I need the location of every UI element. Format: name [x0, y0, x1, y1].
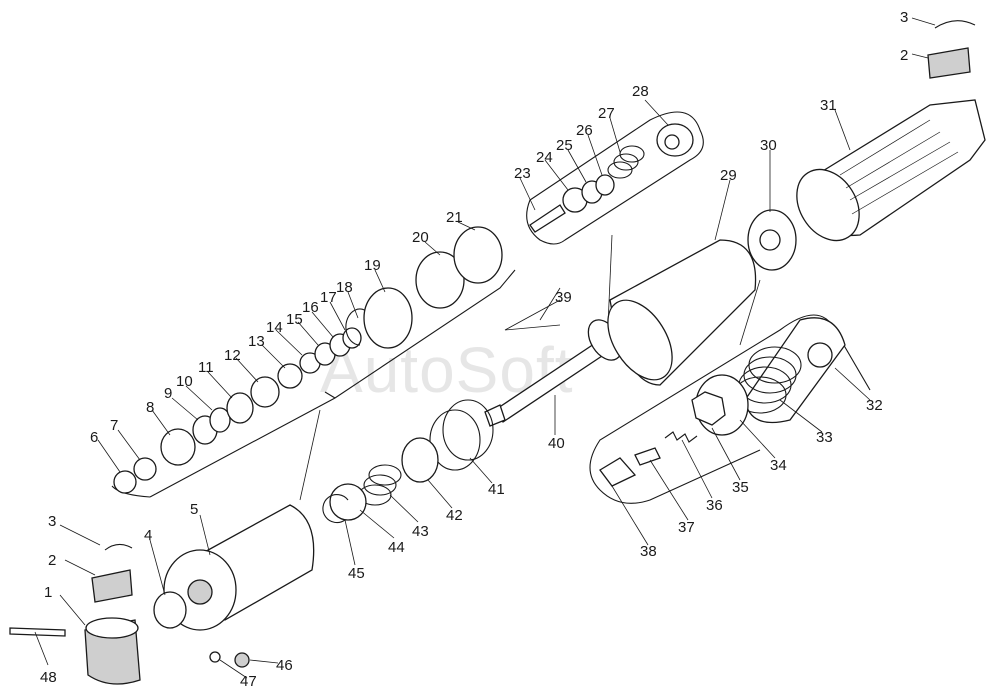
leader-top-group	[607, 234, 613, 326]
callout-20: 20	[412, 229, 429, 246]
leader-right-group	[739, 279, 761, 346]
callout-15: 15	[286, 311, 303, 328]
ring-11	[226, 392, 254, 424]
callout-9: 9	[164, 385, 172, 402]
callout-3: 3	[48, 513, 56, 530]
callout-26: 26	[576, 122, 593, 139]
callout-36: 36	[706, 497, 723, 514]
callout-7: 7	[110, 417, 118, 434]
callout-47: 47	[240, 673, 257, 690]
cylinder-29-end	[607, 299, 673, 381]
callout-35: 35	[732, 479, 749, 496]
callout-5: 5	[190, 501, 198, 518]
ring-6	[113, 470, 137, 494]
washer-47	[209, 651, 221, 663]
callout-39: 39	[555, 289, 572, 306]
cylinder-5-boss	[187, 579, 213, 605]
top-group-outline	[526, 111, 704, 245]
ring-7	[133, 457, 157, 481]
callout-4: 4	[144, 527, 152, 544]
callout-labels: 1 2 3 4 5 6 7 8 9 10 11 12 13 14 15 16 1…	[40, 9, 908, 690]
washer-26	[595, 174, 615, 196]
ring-13	[277, 363, 303, 389]
plate-32-hole	[807, 342, 833, 368]
callout-16: 16	[302, 299, 319, 316]
callout-33: 33	[816, 429, 833, 446]
nut-2	[91, 569, 133, 603]
spring-43	[358, 464, 402, 506]
nut-2-upper	[927, 47, 971, 79]
leader-39	[504, 299, 561, 331]
spring-33	[733, 346, 802, 414]
nut-35	[691, 391, 726, 426]
callout-19: 19	[364, 257, 381, 274]
callout-2-upper: 2	[900, 47, 908, 64]
bearing-42	[401, 437, 439, 483]
ring-3-upper	[934, 20, 976, 29]
callout-46: 46	[276, 657, 293, 674]
cylinder-31-ribs	[839, 119, 959, 215]
callout-30: 30	[760, 137, 777, 154]
callout-6: 6	[90, 429, 98, 446]
callout-18: 18	[336, 279, 353, 296]
ring-8	[160, 428, 196, 466]
bolt-48	[9, 627, 66, 637]
nozzle-38	[599, 457, 637, 487]
callout-2: 2	[48, 552, 56, 569]
callout-42: 42	[446, 507, 463, 524]
nut-46	[234, 652, 250, 668]
leader-left-group	[299, 409, 321, 501]
body-1-bore	[85, 617, 139, 639]
callout-10: 10	[176, 373, 193, 390]
ring-3	[104, 543, 133, 551]
pin-37	[634, 447, 661, 466]
cap-28-bore	[664, 134, 680, 150]
callout-8: 8	[146, 399, 154, 416]
bearing-20	[415, 251, 465, 309]
callout-45: 45	[348, 565, 365, 582]
washer-4	[153, 591, 187, 629]
callout-44: 44	[388, 539, 405, 556]
callout-11: 11	[198, 359, 214, 376]
callout-28: 28	[632, 83, 649, 100]
callout-43: 43	[412, 523, 429, 540]
callout-14: 14	[266, 319, 283, 336]
callout-32: 32	[866, 397, 883, 414]
ring-12	[250, 376, 280, 408]
callout-21: 21	[446, 209, 463, 226]
shaft-tip	[484, 404, 506, 427]
callout-38: 38	[640, 543, 657, 560]
callout-25: 25	[556, 137, 573, 154]
ring-21	[453, 226, 503, 284]
callout-23: 23	[514, 165, 531, 182]
callout-leaders	[34, 17, 936, 679]
callout-1: 1	[44, 584, 52, 601]
spring-36	[664, 431, 698, 443]
spring-27	[607, 145, 645, 179]
callout-24: 24	[536, 149, 553, 166]
disc-30-hub	[759, 229, 781, 251]
callout-37: 37	[678, 519, 695, 536]
callout-12: 12	[224, 347, 241, 364]
callout-13: 13	[248, 333, 265, 350]
cylinder-31-end	[796, 168, 860, 242]
ring-45	[322, 494, 349, 524]
plate-44	[329, 483, 367, 521]
pin-23	[529, 204, 566, 233]
callout-40: 40	[548, 435, 565, 452]
callout-31: 31	[820, 97, 837, 114]
ring-19	[363, 287, 413, 349]
ring-10	[209, 407, 231, 433]
callout-29: 29	[720, 167, 737, 184]
callout-17: 17	[320, 289, 337, 306]
callout-48: 48	[40, 669, 57, 686]
callout-34: 34	[770, 457, 787, 474]
callout-41: 41	[488, 481, 505, 498]
ring-17	[342, 327, 362, 349]
bearing-41	[429, 399, 494, 471]
callout-27: 27	[598, 105, 615, 122]
callout-3-upper: 3	[900, 9, 908, 26]
